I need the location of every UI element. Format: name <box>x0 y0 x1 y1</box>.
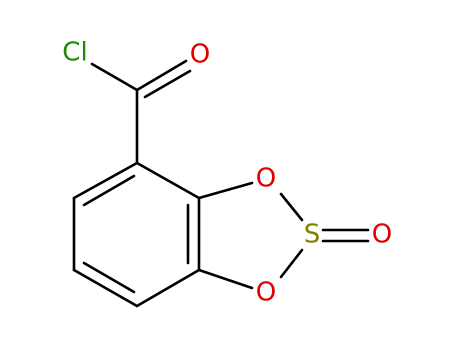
ring-bond-4 <box>135 268 201 308</box>
ring-double-bond-1 <box>82 174 136 207</box>
ring-double-bond-2 <box>82 261 136 294</box>
bond-ring-to-top-o <box>197 181 254 200</box>
bond-top-o-to-s <box>279 192 304 222</box>
carbonyl-double-bond-inner <box>143 69 192 99</box>
bond-carbonyl-carbon-to-cl <box>90 62 139 92</box>
atom-label-ring-oxygen-top: O <box>256 164 276 194</box>
atom-label-carbonyl-oxygen: O <box>190 40 210 70</box>
carbonyl-double-bond-outer <box>135 59 188 92</box>
ring-bond-6 <box>135 161 201 200</box>
atom-label-chlorine: Cl <box>62 38 87 68</box>
atom-label-sulfur: S <box>304 220 321 250</box>
bond-bottom-o-to-ring <box>197 268 254 290</box>
ring-bond-1 <box>72 161 139 200</box>
atom-label-sulfinyl-oxygen: O <box>372 220 392 250</box>
bond-s-to-bottom-o <box>279 248 304 279</box>
ring-bond-3 <box>72 268 139 308</box>
atom-label-ring-oxygen-bottom: O <box>256 278 276 308</box>
